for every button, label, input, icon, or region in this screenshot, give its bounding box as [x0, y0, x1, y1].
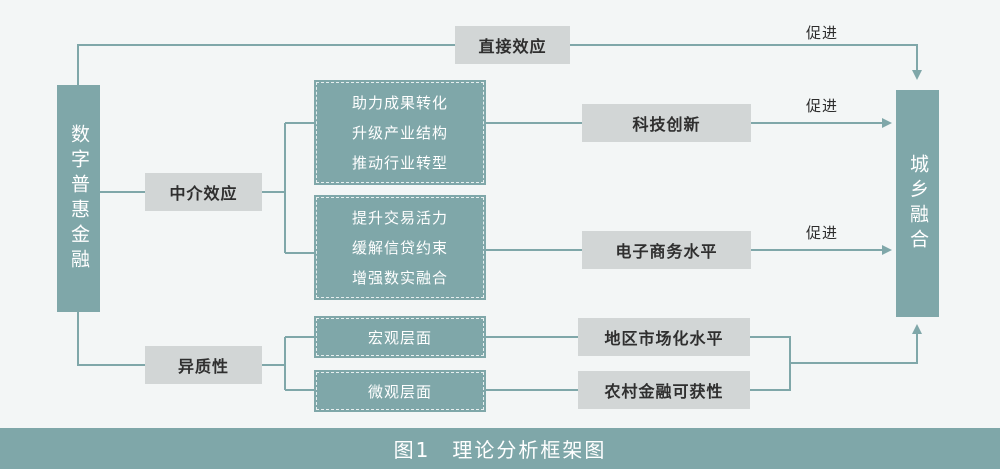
micro-level-label: 微观层面 [367, 382, 432, 401]
direct-effect-label: 直接效应 [455, 26, 570, 64]
figure-title: 理论分析框架图 [452, 438, 607, 462]
micro-factor-rural-finance-access: 农村金融可获性 [578, 371, 750, 409]
factors-merge-line [750, 336, 791, 391]
source-to-heterogeneity-line [77, 312, 145, 366]
mechanism-group-1-item: 推动行业转型 [351, 154, 448, 172]
mediator-tech-innovation: 科技创新 [582, 104, 751, 142]
heterogeneity-label: 异质性 [145, 346, 262, 384]
micro-level-box: 微观层面 [314, 370, 486, 412]
target-node-urban-rural-integration: 城乡融合 [896, 90, 939, 317]
merge-to-target-arrow [790, 324, 922, 364]
source-node-digital-inclusive-finance: 数字普惠金融 [57, 85, 100, 312]
mediating-effect-label: 中介效应 [145, 173, 262, 211]
mechanism-group-2: 提升交易活力 缓解信贷约束 增强数实融合 [314, 195, 486, 300]
promote-label-ecommerce: 促进 [806, 224, 839, 242]
mechanism-group-1-item: 升级产业结构 [351, 124, 448, 142]
macro-level-box: 宏观层面 [314, 316, 486, 358]
macro-level-label: 宏观层面 [367, 328, 432, 347]
figure-caption: 图1 理论分析框架图 [0, 428, 1000, 469]
mechanism-group-2-item: 缓解信贷约束 [351, 239, 448, 257]
promote-label-tech: 促进 [806, 97, 839, 115]
figure-number: 图1 [393, 438, 431, 462]
mechanism-group-1-item: 助力成果转化 [351, 94, 448, 112]
macro-factor-marketization: 地区市场化水平 [578, 318, 750, 356]
mechanism-group-2-item: 增强数实融合 [351, 269, 448, 287]
mechanism-group-2-item: 提升交易活力 [351, 209, 448, 227]
mechanism-group-1: 助力成果转化 升级产业结构 推动行业转型 [314, 80, 486, 185]
promote-label-direct: 促进 [806, 24, 839, 42]
mediator-ecommerce-level: 电子商务水平 [582, 231, 751, 269]
